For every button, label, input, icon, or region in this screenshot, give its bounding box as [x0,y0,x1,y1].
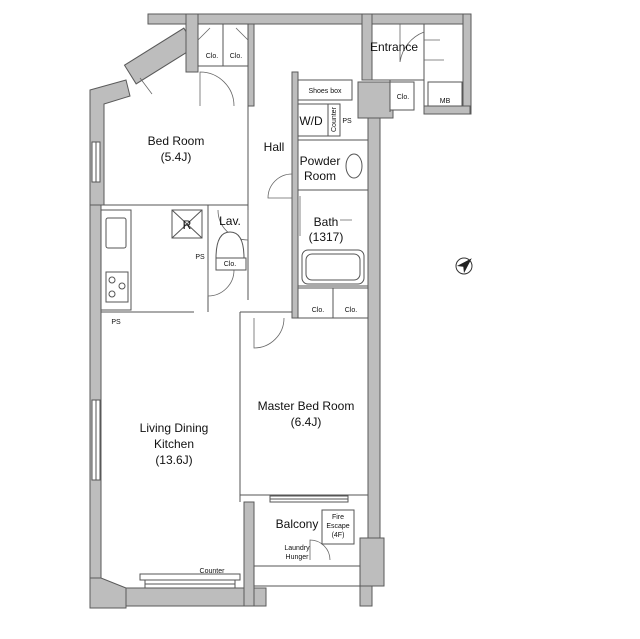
powder-room-label-1: Powder [300,154,341,168]
ps-label-kitchen: PS [111,319,121,326]
powder-room-label-2: Room [304,169,336,183]
washbasin-icon [215,231,245,259]
fire-escape-label-3: (4F) [332,532,345,539]
meter-box [427,81,463,107]
shoes-box-label: Shoes box [308,88,342,95]
room-labels: Bed Room (5.4J) Hall Entrance W/D Powder… [140,40,419,531]
counter-vertical-label: Counter [331,106,338,132]
laundry-hunger-label-2: Hunger [286,554,310,561]
clo-label-3: Clo. [312,307,325,314]
clo-label-2: Clo. [230,53,243,60]
hall-label: Hall [264,140,285,154]
sink-icon [345,153,363,179]
ps-label-lav: PS [195,254,205,261]
entrance-label: Entrance [370,40,418,54]
balcony-label: Balcony [276,517,319,531]
ldk-label-2: Kitchen [154,437,194,451]
clo-label-4: Clo. [345,307,358,314]
fire-escape-hatch [321,509,355,545]
fire-escape-label-1: Fire [332,514,344,521]
lav-label: Lav. [219,214,241,228]
fixtures [100,23,463,581]
counter-label: Counter [200,568,226,575]
ldk-size: (13.6J) [155,453,192,467]
windows [91,141,361,589]
washer-dryer [297,103,329,137]
ps-label-wd: PS [342,118,352,125]
refrigerator-label: R [183,218,192,232]
wd-label: W/D [299,114,323,128]
fixture-labels: Clo. Clo. Shoes box Counter PS Clo. MB R… [111,53,450,575]
walls [89,13,472,609]
counter-wd [327,103,341,137]
fire-escape-label-2: Escape [326,523,349,530]
kitchen-sink-icon [105,217,127,249]
master-bed-room-size: (6.4J) [291,415,322,429]
bed-room-size: (5.4J) [161,150,192,164]
clo-label-lav: Clo. [224,261,237,268]
clo-label-entrance: Clo. [397,94,410,101]
bath-label: Bath [314,215,339,229]
shoes-box [297,79,353,101]
bed-room-label: Bed Room [148,134,205,148]
clo-label-1: Clo. [206,53,219,60]
laundry-hunger-label-1: Laundry [284,545,310,552]
bath-size: (1317) [309,230,344,244]
ldk-label-1: Living Dining [140,421,209,435]
north-arrow-icon [455,257,473,275]
mb-label: MB [440,98,451,105]
master-bed-room-label: Master Bed Room [258,399,355,413]
